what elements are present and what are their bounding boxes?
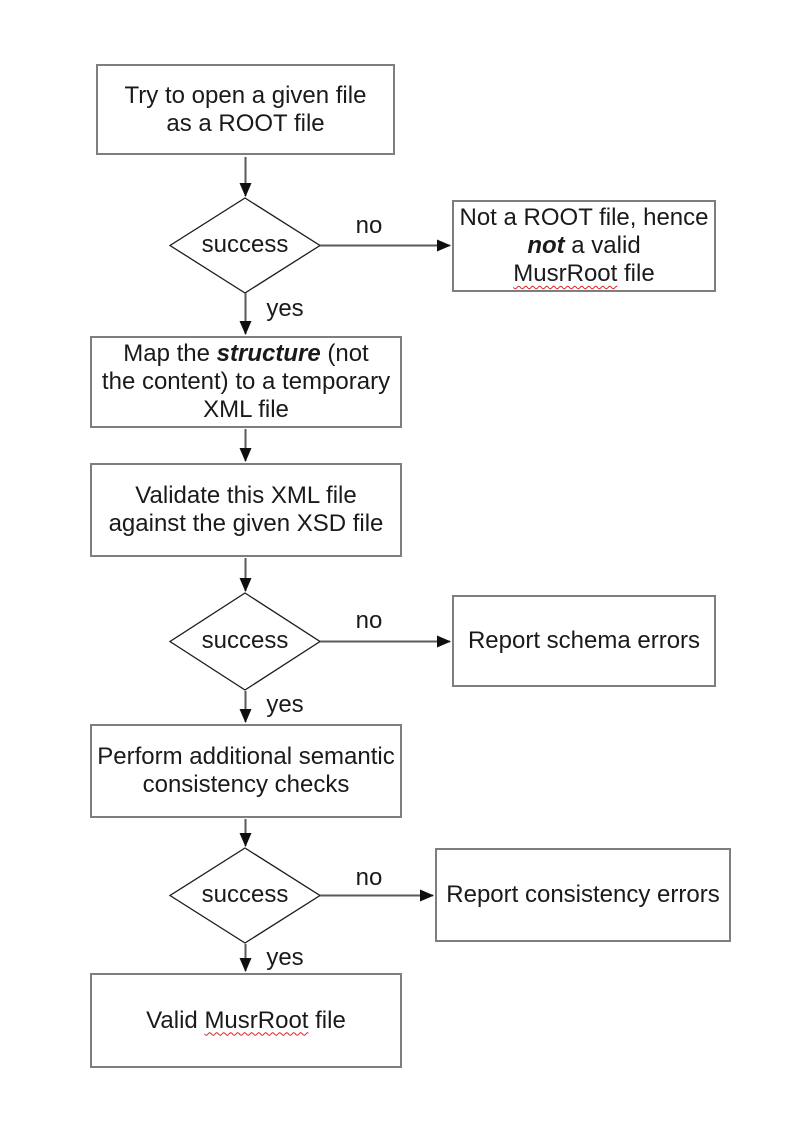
edge-label-no-3: no [355,864,383,891]
box-text-segment: Valid [146,1006,205,1034]
box-text-line: the content) to a temporary [101,368,391,395]
edge-label-no-1: no [355,212,383,239]
decision-label-success-2: success [201,627,289,654]
edge-label-yes-2: yes [266,691,304,718]
box-text-segment: file [617,260,655,287]
spellcheck-word: MusrRoot [204,1006,309,1034]
box-text-line: Map the structure (not [123,340,368,368]
emphasized-word: structure [216,340,321,367]
box-text-line: MusrRoot file [513,260,654,288]
terminal-not-a-root-file: Not a ROOT file, hence not a valid MusrR… [452,200,716,292]
box-text-line: Not a ROOT file, hence [459,204,709,231]
process-validate-xml-against-xsd: Validate this XML file against the given… [90,463,402,557]
spellcheck-word: MusrRoot [513,260,618,287]
decision-label-success-3: success [201,881,289,908]
box-text-line: Validate this XML file [135,482,357,509]
box-text-line: Valid MusrRoot file [146,1007,346,1035]
box-text-line: not a valid [527,232,640,260]
terminal-valid-musrroot-file: Valid MusrRoot file [90,973,402,1068]
box-text-segment: (not [320,340,369,367]
box-text-line: Try to open a given file [124,81,367,109]
box-text-segment: Map the [123,340,217,367]
box-text-segment: a valid [564,232,641,259]
decision-label-success-1: success [201,231,289,258]
box-text-line: Report schema errors [467,627,701,654]
process-try-open-root-file: Try to open a given file as a ROOT file [96,64,395,155]
terminal-report-consistency-errors: Report consistency errors [435,848,731,942]
decision-diamond-schema-validation [168,592,322,691]
box-text-line: as a ROOT file [166,109,325,137]
edge-label-no-2: no [355,607,383,634]
box-text-line: against the given XSD file [108,510,384,537]
process-semantic-consistency-checks: Perform additional semantic consistency … [90,724,402,818]
box-text-segment: file [308,1006,346,1034]
box-text-line: XML file [203,396,289,423]
box-text-line: Perform additional semantic [97,743,395,770]
decision-diamond-consistency [168,847,322,944]
edge-label-yes-1: yes [266,295,304,322]
edge-label-yes-3: yes [266,944,304,971]
emphasized-word: not [527,232,565,259]
box-text-line: consistency checks [142,771,350,798]
terminal-report-schema-errors: Report schema errors [452,595,716,687]
process-map-structure-to-xml: Map the structure (not the content) to a… [90,336,402,428]
box-text-line: Report consistency errors [446,881,720,908]
